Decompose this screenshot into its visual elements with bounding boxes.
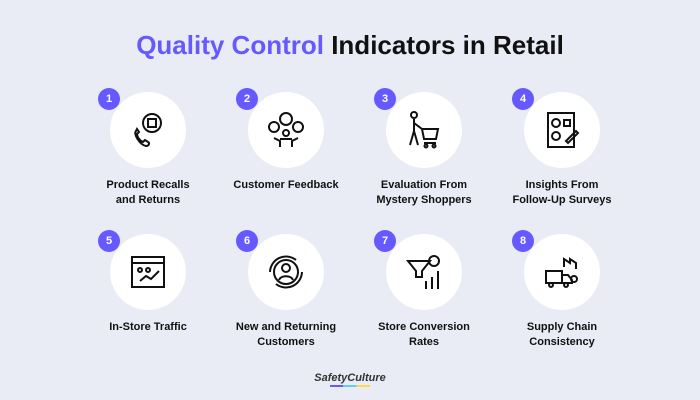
number-badge: 1 <box>98 88 120 110</box>
icon-circle <box>110 92 186 168</box>
shopper-cart-icon <box>409 111 440 149</box>
survey-icon <box>547 112 580 148</box>
icon-circle <box>386 234 462 310</box>
indicator-label: Insights From Follow-Up Surveys <box>512 179 612 206</box>
indicator-label: Store Conversion Rates <box>378 321 470 348</box>
safetyculture-logo: SafetyCulture <box>0 372 700 387</box>
icon-circle <box>524 92 600 168</box>
icon-circle <box>248 92 324 168</box>
indicator-label: Customer Feedback <box>233 179 339 191</box>
icon-circle <box>248 234 324 310</box>
number-badge: 8 <box>512 230 534 252</box>
title-accent: Quality Control <box>136 30 324 60</box>
number-badge: 3 <box>374 88 396 110</box>
number-badge: 5 <box>98 230 120 252</box>
conversion-funnel-icon <box>405 255 440 289</box>
icon-circle <box>110 234 186 310</box>
logo-underline <box>330 385 370 387</box>
number-badge: 7 <box>374 230 396 252</box>
icon-circle <box>524 234 600 310</box>
indicator-label: Evaluation From Mystery Shoppers <box>376 179 472 206</box>
phone-box-return-icon <box>134 113 162 148</box>
title-rest: Indicators in Retail <box>331 30 564 60</box>
page-title: Quality Control Indicators in Retail <box>0 30 700 61</box>
number-badge: 2 <box>236 88 258 110</box>
feedback-icon <box>268 112 304 147</box>
returning-customer-icon <box>269 255 303 289</box>
number-badge: 6 <box>236 230 258 252</box>
traffic-chart-icon <box>131 256 165 288</box>
indicator-label: In-Store Traffic <box>109 321 187 333</box>
logo-text: SafetyCulture <box>314 372 386 384</box>
indicator-label: Supply Chain Consistency <box>526 321 598 348</box>
indicator-label: New and Returning Customers <box>235 321 337 348</box>
supply-chain-icon <box>545 257 578 288</box>
icon-circle <box>386 92 462 168</box>
number-badge: 4 <box>512 88 534 110</box>
indicator-label: Product Recalls and Returns <box>106 179 190 206</box>
